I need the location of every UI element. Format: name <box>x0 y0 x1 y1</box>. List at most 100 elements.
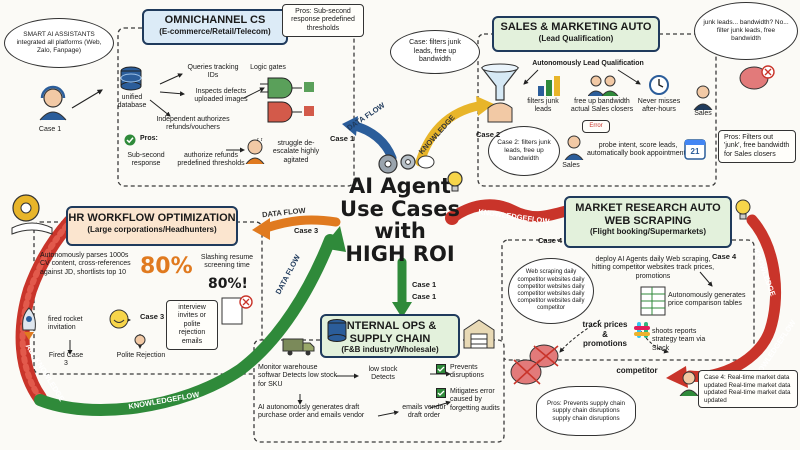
junk-brain-icon <box>739 65 775 90</box>
junk-leads-cloud: junk leads... bandwidth? No... filter ju… <box>694 2 798 60</box>
prevents-text: Prevents disruptions <box>450 364 484 380</box>
omni-pros-text: Sub-second response <box>127 152 165 168</box>
ops-pros-text: Pros: Prevents supply chain supply chain… <box>546 399 626 422</box>
emails-vendor-text: emails vendor draft order <box>402 404 446 420</box>
funnel-hand-icon <box>480 63 520 123</box>
sales-title: SALES & MARKETING AUTO <box>500 21 652 33</box>
monitor-text: Monitor warehouse softwar Detects low st… <box>258 364 337 388</box>
case2-text: Case 2: filters junk leads, free up band… <box>497 139 551 162</box>
warehouse-icon <box>463 319 495 349</box>
unified-database-label: unified database <box>117 94 147 110</box>
mitigates-text: Mitigates error caused by forgetting aud… <box>450 388 500 412</box>
ops-case1b-label: Case 1 <box>412 292 437 301</box>
delivery-truck-icon <box>282 338 315 356</box>
slack-icon <box>634 322 650 338</box>
hr-case3-arrow-label: Case 3 <box>294 226 319 235</box>
svg-text:??: ?? <box>256 138 264 143</box>
mitigates-check-icon <box>436 388 446 398</box>
analyst-icon <box>679 371 699 396</box>
web-scraping-cloud: Web scraping daily competitor websites d… <box>508 258 594 324</box>
smart-assistants-text: SMART AI ASSISTANTS integrated all platf… <box>16 31 102 54</box>
error-badge: Error <box>582 120 610 134</box>
case4-note: Case 4: Real-time market data updated Re… <box>698 370 798 409</box>
sales2-label: Sales <box>562 162 580 169</box>
omni-pros-note: Pros: Sub-second response predefined thr… <box>282 4 364 38</box>
sales-header: SALES & MARKETING AUTO (Lead Qualificati… <box>492 16 660 52</box>
data-flow-hr-arrow <box>261 215 341 233</box>
omnichannel-subtitle: (E-commerce/Retail/Telecom) <box>159 26 271 36</box>
ops-pros-cloud: Pros: Prevents supply chain supply chain… <box>536 386 636 436</box>
sales-pros-text: Pros: Filters out 'junk', free bandwidth… <box>724 134 790 158</box>
gears-icon <box>378 154 435 174</box>
hr-slashing-text: Slashing resume screening time <box>200 254 254 270</box>
queries-label: Queries tracking IDs <box>187 64 239 80</box>
knowledge-top-arrow <box>415 101 483 167</box>
hr-case3-label: Case 3 <box>140 312 165 321</box>
person-icon <box>134 334 146 346</box>
sales-label: Sales <box>694 110 712 117</box>
lightbulb-icon <box>447 171 463 192</box>
hr-header: HR WORKFLOW OPTIMIZATION (Large corporat… <box>66 206 238 246</box>
sales-pros-note: Pros: Filters out 'junk', free bandwidth… <box>718 130 796 164</box>
lowstock-text: low stock Detects <box>368 366 398 382</box>
inspects-label: Inspects defects uploaded images <box>194 88 248 104</box>
track-prices-text: track prices & promotions <box>582 320 628 349</box>
market-lightbulb-icon <box>735 199 751 220</box>
fired-rocket-label: fired rocket invitation <box>48 316 83 332</box>
never-misses-label: Never misses after-hours <box>637 98 681 114</box>
competitor-label: competitor <box>616 366 658 375</box>
market-subtitle: (Flight booking/Supermarkets) <box>589 227 706 237</box>
omni-pros-label: Pros: <box>140 135 158 142</box>
agent-headset-icon <box>39 85 67 121</box>
omnichannel-header: OMNICHANNEL CS (E-commerce/Retail/Teleco… <box>142 9 288 45</box>
logic-gates-label: Logic gates <box>250 64 286 71</box>
hr-parses-text: Autonomously parses 1000s CV content, cr… <box>40 252 131 276</box>
authorize-label: authorize refunds predefined thresholds <box>177 152 245 168</box>
central-title-line3: with <box>374 219 426 244</box>
shoots-reports-text: shoots reports strategy team via Slack <box>652 328 706 352</box>
auto-lead-label: Autonomously Lead Qualification <box>532 60 644 67</box>
central-title: AI Agent Use Cases with HIGH ROI <box>318 175 482 266</box>
central-title-line1: AI Agent <box>349 174 451 198</box>
junk-leads-text: junk leads... bandwidth? No... filter ju… <box>703 19 789 42</box>
agitated-customer-icon: ?? <box>245 138 265 164</box>
fired-case3-label: Fired Case 3 <box>48 352 84 368</box>
data-flow-top-arrow <box>350 121 397 163</box>
omni-case1b-label: Case 1 <box>330 134 355 143</box>
case2-cloud: Case 2: filters junk leads, free up band… <box>488 126 560 176</box>
ops-subtitle: (F&B industry/Wholesale) <box>341 345 439 355</box>
rejection-doc-icon <box>221 295 253 325</box>
omnichannel-title: OMNICHANNEL CS <box>164 14 266 26</box>
omni-pros-note-text: Pros: Sub-second response predefined thr… <box>291 8 355 32</box>
generates-tables-text: Autonomously generates price comparison … <box>668 292 746 308</box>
central-title-line2: Use Cases <box>340 196 460 221</box>
smile-face-icon <box>109 309 129 329</box>
team-icon <box>588 75 619 96</box>
struggle-label: struggle de-escalate highly agitated <box>272 140 320 164</box>
sales-subtitle: (Lead Qualification) <box>538 33 614 43</box>
sales-rep-icon <box>564 135 584 160</box>
check-icon <box>124 134 136 146</box>
logic-gates-icon <box>260 77 314 123</box>
independent-label: Independent authorizes refunds/vouchers <box>156 116 230 132</box>
smart-assistants-cloud: SMART AI ASSISTANTS integrated all platf… <box>4 18 114 68</box>
freeup-label: free up bandwidth actual Sales closers <box>570 98 634 114</box>
sales-case2-label: Case 2 <box>476 130 501 139</box>
rocket-icon <box>22 307 36 340</box>
interview-note: interview invites or polite rejection em… <box>166 300 218 350</box>
hr-subtitle: (Large corporations/Headhunters) <box>87 224 217 234</box>
case4-note-text: Case 4: Real-time market data updated Re… <box>704 374 791 404</box>
database-icon <box>120 66 142 91</box>
knowledgeflow-bottom-arrow <box>34 234 336 416</box>
spreadsheet-icon <box>640 286 666 316</box>
market-title: MARKET RESEARCH AUTO WEB SCRAPING <box>575 202 721 227</box>
filters-label: filters junk leads <box>527 98 559 114</box>
knowledgeflow-market-arrow <box>446 199 576 224</box>
market-case4-label: Case 4 <box>538 236 563 245</box>
error-text: Error <box>589 123 603 129</box>
central-title-line4: HIGH ROI <box>345 242 455 267</box>
calendar-day: 21 <box>690 147 700 156</box>
calendar-icon <box>684 139 706 160</box>
ops-generates-text: AI autonomously generates draft purchase… <box>258 404 365 420</box>
hr-percent-2: 80%! <box>208 276 248 292</box>
